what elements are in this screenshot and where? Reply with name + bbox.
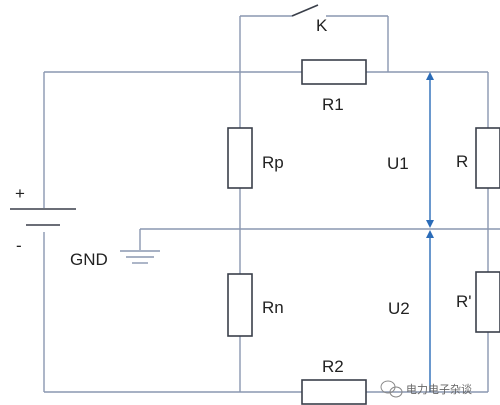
rp-label: Rp <box>262 153 284 172</box>
wechat-icon <box>380 380 403 398</box>
gnd-label: GND <box>70 250 108 269</box>
u2-label: U2 <box>388 299 410 318</box>
r2-label: R2 <box>322 357 344 376</box>
resistor-rn <box>227 273 253 337</box>
watermark-text: 电力电子杂谈 <box>406 383 472 396</box>
ground-symbol <box>120 250 160 264</box>
r-prime-label: R' <box>456 292 472 311</box>
watermark: 电力电子杂谈 <box>380 380 472 398</box>
wires <box>43 15 500 393</box>
r-label: R <box>456 152 468 171</box>
switch-label: K <box>316 16 328 35</box>
rn-label: Rn <box>262 298 284 317</box>
resistor-r1 <box>301 59 367 85</box>
resistor-r2 <box>301 379 367 405</box>
battery <box>10 208 76 226</box>
r1-label: R1 <box>322 95 344 114</box>
u1-label: U1 <box>387 154 409 173</box>
switch-k <box>291 4 319 17</box>
resistor-r <box>475 127 500 189</box>
battery-minus-label: - <box>16 236 22 255</box>
battery-plus-label: + <box>15 184 25 203</box>
resistor-r-prime <box>475 271 500 333</box>
resistor-rp <box>227 127 253 189</box>
u2-arrow <box>426 230 434 392</box>
u1-arrow <box>426 72 434 228</box>
